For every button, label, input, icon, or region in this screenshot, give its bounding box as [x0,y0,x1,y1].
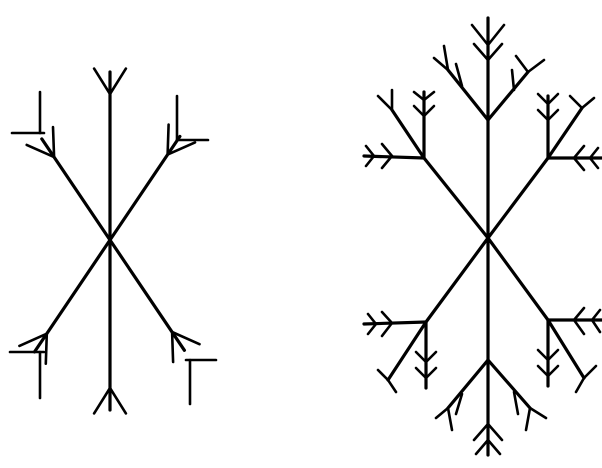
bot-tip2-r [488,424,502,440]
ur-d-2 [570,96,582,108]
arm-3-prong-0 [53,127,54,157]
diag-ur [488,158,548,238]
bot-tip-r [488,440,500,454]
lr-h-4 [574,320,584,334]
bb-r-2 [526,408,530,430]
bot-tip2-l [474,424,488,440]
ul-diag [392,110,424,158]
ur-d-1 [582,98,594,108]
ul-d-1 [378,96,392,110]
ll-d-1 [378,370,388,380]
tb-r-3 [512,70,514,90]
ul-h-1 [366,146,374,156]
diag-lr [488,238,548,320]
arm-1-prong-0 [94,388,110,413]
bb-r-1 [530,408,546,418]
ul-h-3 [382,144,392,156]
top-tip-r [488,25,504,45]
arm-5-prong-1 [46,334,47,364]
top-branch-l [448,70,488,120]
ll-h-3 [382,312,392,323]
diag-ll [426,238,488,322]
lr-d-1 [584,366,596,378]
arm-0-prong-0 [110,69,126,94]
tb-r-1 [528,60,544,72]
lr-h-2 [592,320,600,332]
snowflake-stage-2 [364,18,602,455]
bb-l-1 [436,408,448,418]
bb-l-2 [448,408,452,430]
arm-2 [110,136,180,240]
snowflake-stage-1 [10,69,216,414]
ur-h-3 [574,146,584,158]
bot-tip-l [476,440,488,454]
bot-branch-r [488,360,530,408]
bot-branch-l [448,360,488,408]
ll-d-2 [388,380,396,392]
lr-d-2 [576,378,584,392]
tb-r-2 [516,56,528,72]
ll-h-2 [368,324,376,334]
diag-ul [424,158,488,238]
top-branch-r [488,72,528,120]
arm-0-prong-1 [94,69,110,94]
arm-4-prong-0 [172,332,173,362]
top-tip-l [472,25,488,45]
top-tip2-l [474,44,488,60]
top-tip2-r [488,44,502,60]
ur-h-4 [574,158,584,170]
lr-h-3 [574,308,584,320]
arm-2-prong-1 [168,125,169,155]
arm-3 [42,139,110,240]
arm-1-prong-1 [110,388,126,413]
